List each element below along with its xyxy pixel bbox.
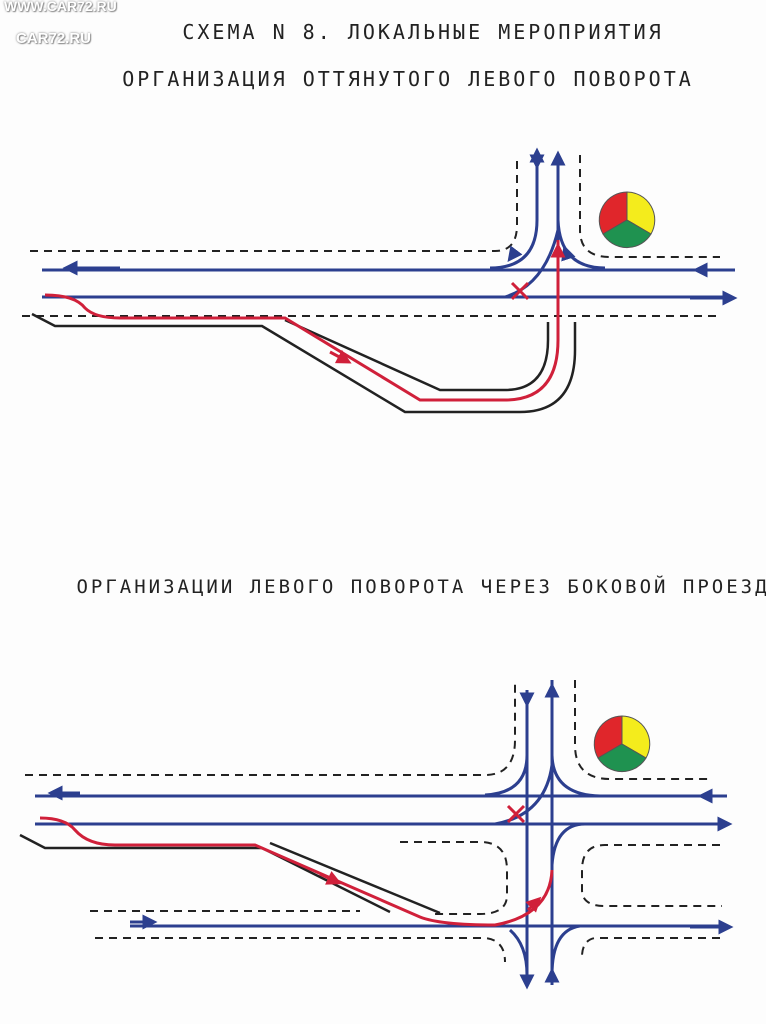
bottom-forbidden-turn-x-icon: [506, 804, 526, 824]
bottom-diagram: [19, 680, 734, 990]
bottom-curb-solid: [19, 833, 441, 915]
watermark-logo: CAR72.RU: [16, 30, 92, 47]
bottom-traffic-signal-phase-icon: [593, 715, 651, 773]
top-traffic-flows: [42, 147, 738, 306]
top-curb-dashed: [22, 155, 720, 317]
bottom-left-turn-path: [39, 816, 554, 927]
top-traffic-signal-phase-icon: [598, 191, 656, 249]
bottom-curb-dashed: [25, 680, 722, 963]
scheme-title: СХЕМА N 8. ЛОКАЛЬНЫЕ МЕРОПРИЯТИЯ: [182, 20, 664, 44]
top-diagram: [22, 147, 738, 414]
top-forbidden-turn-x-icon: [510, 281, 530, 301]
watermark-url: WWW.CAR72.RU: [4, 0, 117, 14]
bottom-traffic-flows: [35, 680, 734, 990]
top-left-turn-path: [44, 240, 566, 402]
bottom-diagram-title: ОРГАНИЗАЦИИ ЛЕВОГО ПОВОРОТА ЧЕРЕЗ БОКОВО…: [76, 576, 766, 598]
top-curb-solid: [31, 312, 577, 414]
top-diagram-title: ОРГАНИЗАЦИЯ ОТТЯНУТОГО ЛЕВОГО ПОВОРОТА: [122, 67, 694, 91]
